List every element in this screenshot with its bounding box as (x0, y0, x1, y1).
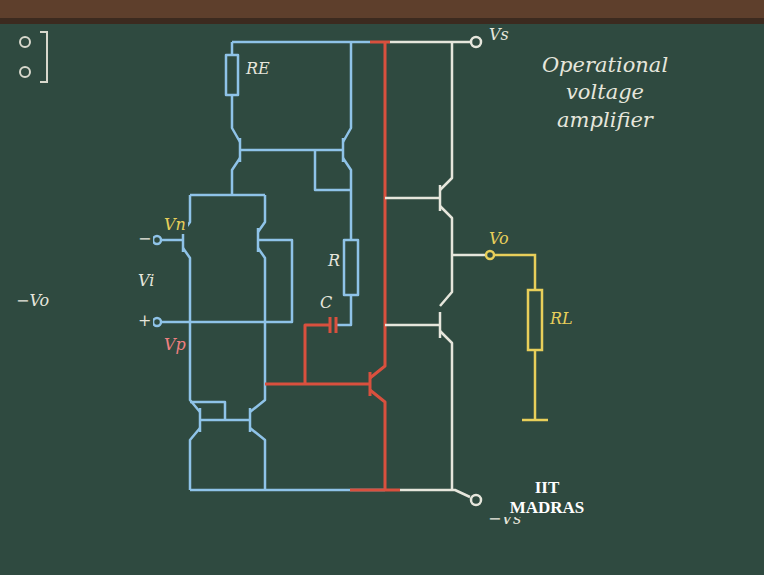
signal-name: Vn (162, 216, 188, 234)
polarity-sign: − (136, 230, 153, 248)
note-label: −Vo (14, 292, 51, 310)
resistor-label: RL (548, 310, 575, 328)
signal-name: Vp (162, 336, 188, 354)
signal-name: Vo (487, 230, 511, 248)
capacitor-label: C (318, 294, 334, 312)
watermark: IIT MADRAS (500, 478, 594, 517)
title-text: Operational voltage amplifier (520, 52, 690, 134)
resistor-label: RE (244, 60, 272, 78)
resistor-label: R (326, 252, 342, 270)
signal-name: Vi (136, 272, 156, 290)
terminal-label: Vs (487, 26, 511, 44)
polarity-sign: + (136, 312, 153, 330)
